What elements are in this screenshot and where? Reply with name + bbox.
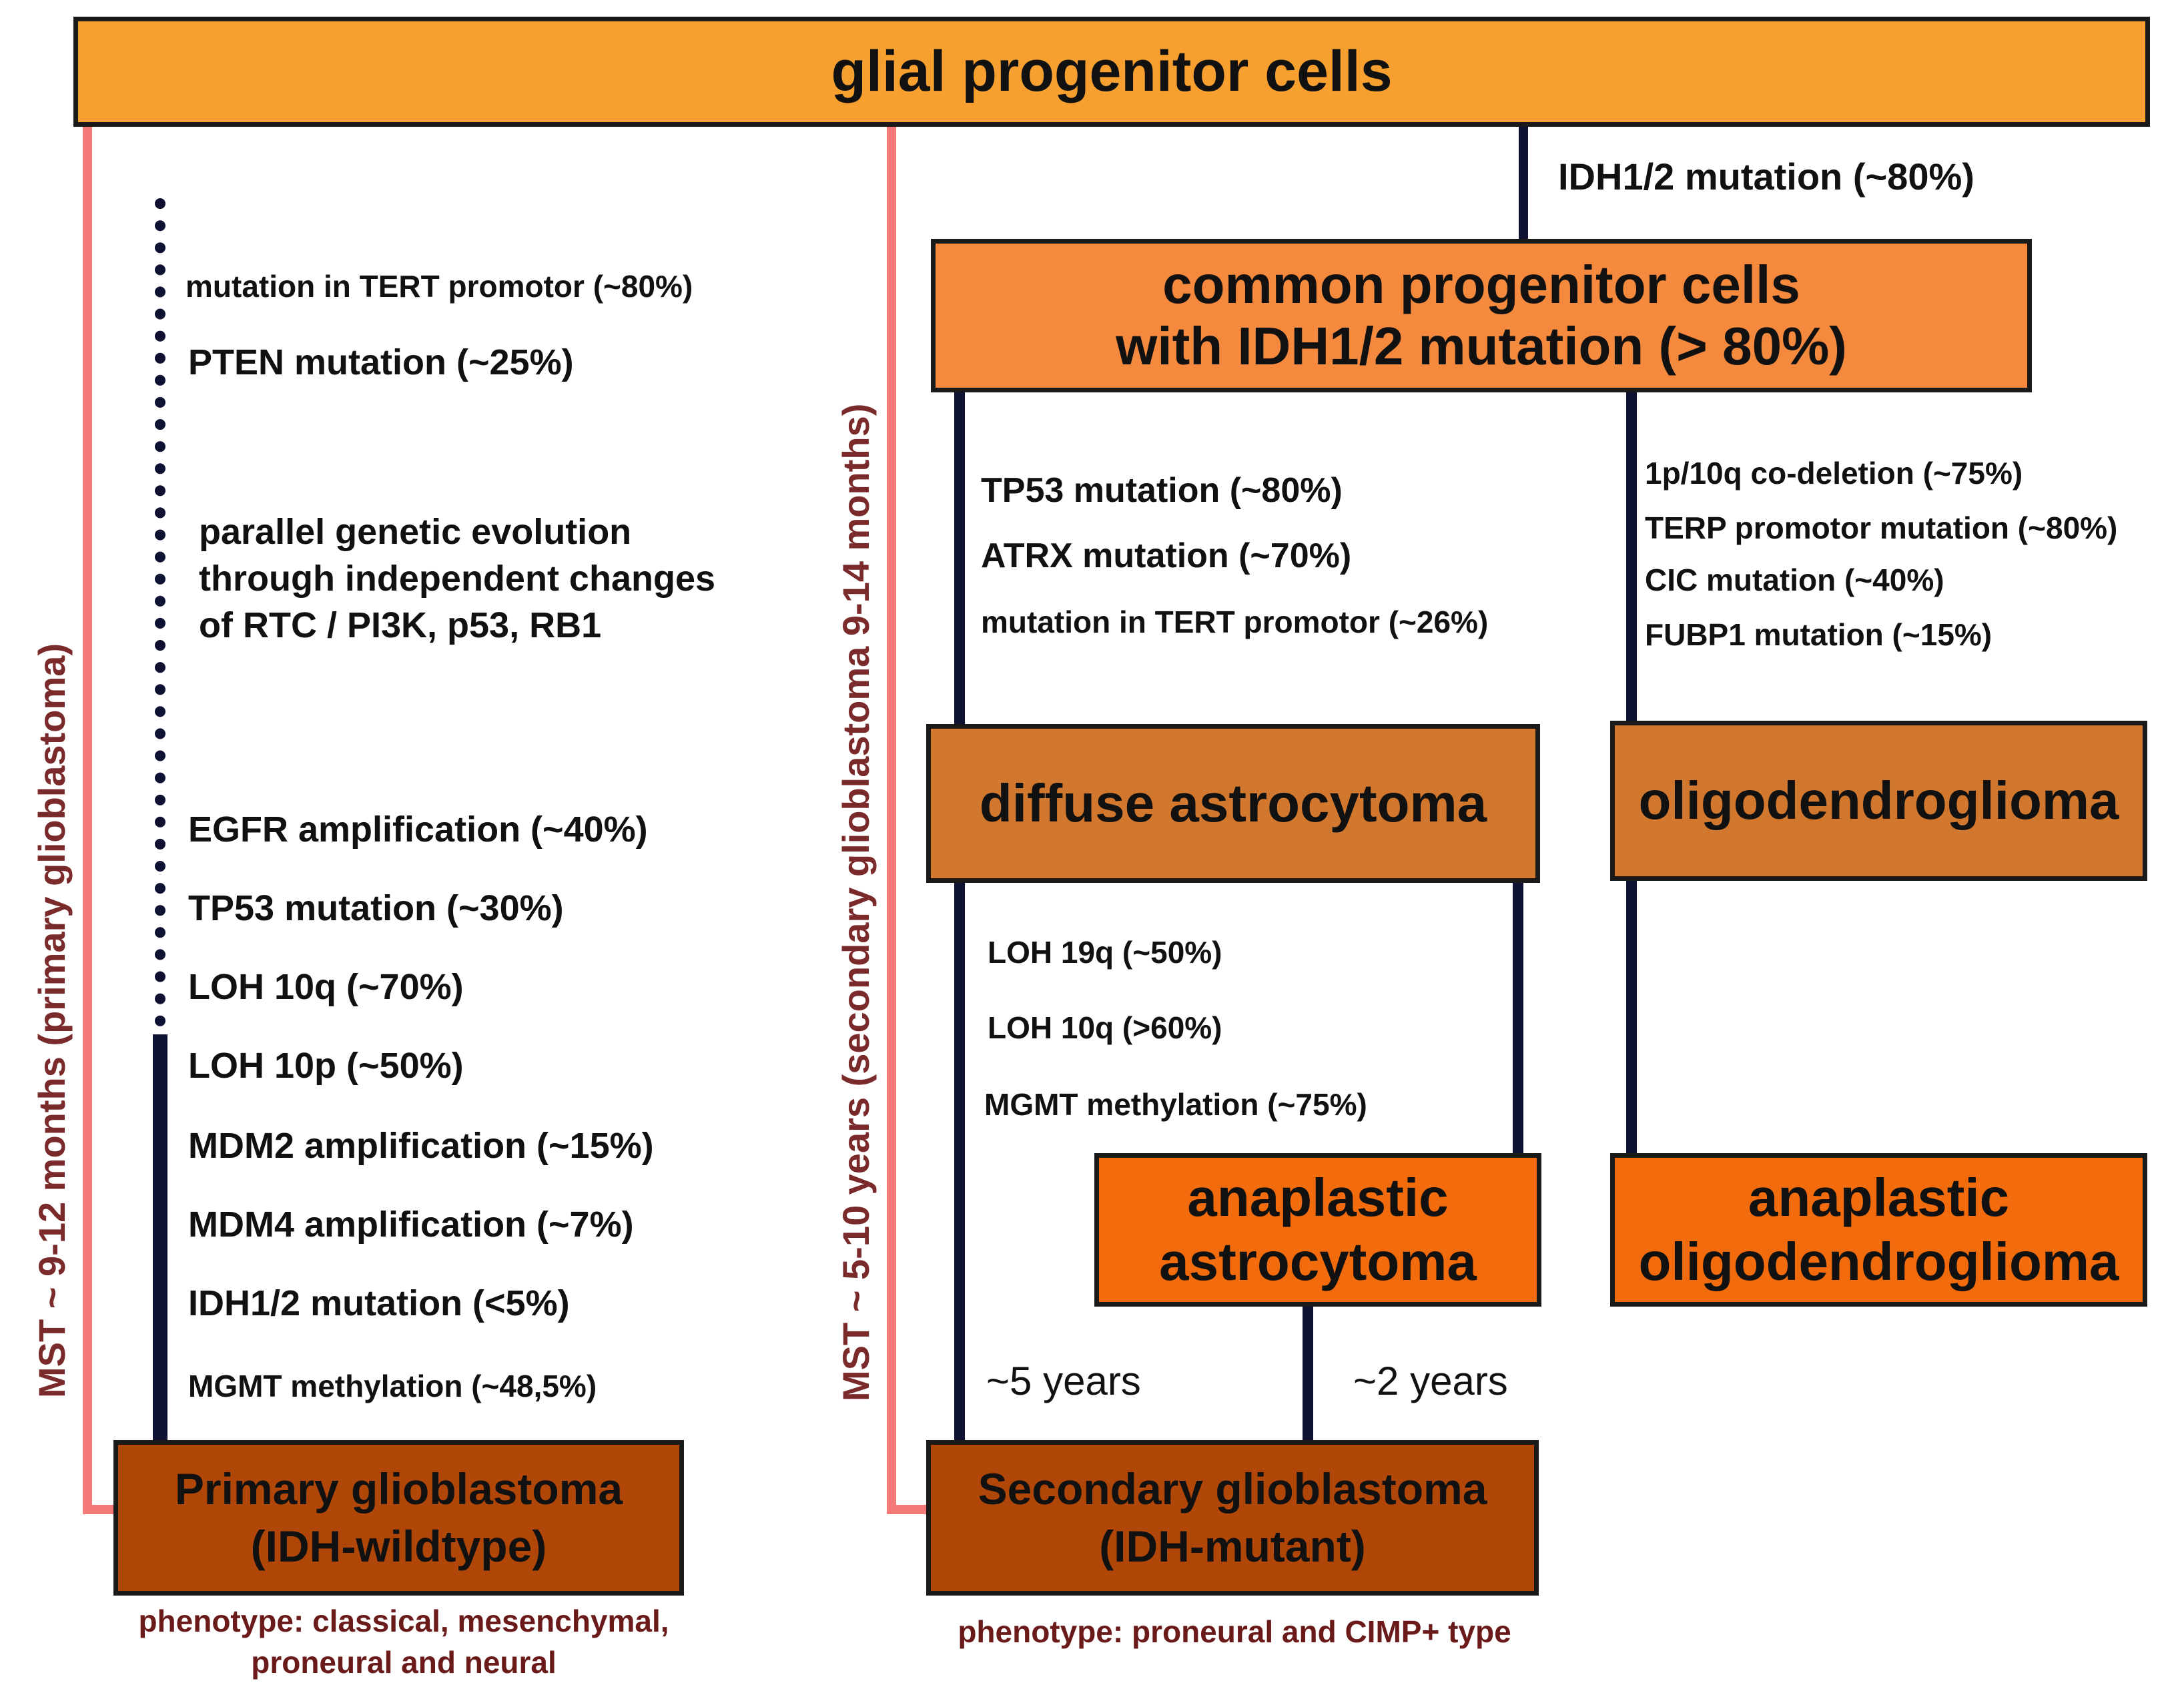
oligo-mutation-fubp1: FUBP1 mutation (~15%) <box>1645 617 1992 652</box>
primary-alteration-idh: IDH1/2 mutation (<5%) <box>188 1283 570 1323</box>
anaplastic-astrocytoma-box: anaplastic astrocytoma <box>1094 1153 1541 1307</box>
anaplastic-astrocytoma-label-line2: astrocytoma <box>1159 1232 1477 1291</box>
progression-loh19q: LOH 19q (~50%) <box>988 935 1222 970</box>
primary-alteration-mdm2: MDM2 amplification (~15%) <box>188 1126 654 1166</box>
anaplastic-oligodendroglioma-box: anaplastic oligodendroglioma <box>1610 1153 2147 1307</box>
primary-mst-label: MST ~ 9-12 months (primary glioblastoma) <box>31 643 73 1398</box>
progression-mgmt: MGMT methylation (~75%) <box>984 1087 1367 1122</box>
idh-mutation-text: IDH1/2 mutation (~80%) <box>1558 155 1974 198</box>
parallel-line-2: through independent changes <box>199 559 716 599</box>
diffuse-astrocytoma-label: diffuse astrocytoma <box>979 773 1487 833</box>
secondary-mst-bracket <box>887 127 928 1514</box>
progression-loh10q: LOH 10q (>60%) <box>988 1010 1222 1045</box>
parallel-evolution-text: parallel genetic evolution through indep… <box>199 509 715 649</box>
primary-alteration-loh10q: LOH 10q (~70%) <box>188 967 464 1007</box>
oligodendroglioma-box: oligodendroglioma <box>1610 721 2147 881</box>
anaplastic-astrocytoma-label-line1: anaplastic <box>1187 1168 1449 1227</box>
common-progenitor-label-line2: with IDH1/2 mutation (> 80%) <box>1116 316 1847 376</box>
anaplastic-oligodendroglioma-label-line1: anaplastic <box>1748 1168 2010 1227</box>
glial-progenitor-box: glial progenitor cells <box>73 17 2150 127</box>
primary-mst-bracket <box>83 127 117 1514</box>
common-progenitor-box: common progenitor cells with IDH1/2 muta… <box>931 239 2032 392</box>
secondary-mst-label: MST ~ 5-10 years (secondary glioblastoma… <box>835 403 877 1401</box>
astro-mutation-atrx: ATRX mutation (~70%) <box>981 537 1352 575</box>
primary-alteration-mdm4: MDM4 amplification (~7%) <box>188 1205 634 1245</box>
primary-phenotype-line1: phenotype: classical, mesenchymal, <box>138 1604 669 1638</box>
primary-alteration-tp53: TP53 mutation (~30%) <box>188 888 564 928</box>
secondary-glioblastoma-box: Secondary glioblastoma (IDH-mutant) <box>926 1440 1539 1596</box>
common-progenitor-label-line1: common progenitor cells <box>1162 255 1800 314</box>
secondary-glioblastoma-label-line1: Secondary glioblastoma <box>978 1463 1487 1513</box>
primary-alteration-mgmt: MGMT methylation (~48,5%) <box>188 1369 597 1403</box>
secondary-phenotype: phenotype: proneural and CIMP+ type <box>958 1614 1511 1649</box>
primary-pten-text: PTEN mutation (~25%) <box>188 342 574 382</box>
oligo-mutation-cic: CIC mutation (~40%) <box>1645 563 1944 597</box>
time-right-label: ~2 years <box>1353 1359 1508 1403</box>
primary-phenotype-line2: proneural and neural <box>251 1645 557 1680</box>
primary-glioblastoma-label-line2: (IDH-wildtype) <box>250 1521 547 1571</box>
anaplastic-oligodendroglioma-label-line2: oligodendroglioma <box>1638 1232 2119 1291</box>
diffuse-astrocytoma-box: diffuse astrocytoma <box>926 724 1540 883</box>
primary-alteration-egfr: EGFR amplification (~40%) <box>188 809 648 850</box>
primary-phenotype: phenotype: classical, mesenchymal, prone… <box>100 1600 707 1683</box>
oligo-mutation-1p10q: 1p/10q co-deletion (~75%) <box>1645 456 2023 490</box>
time-left-label: ~5 years <box>986 1359 1141 1403</box>
astro-mutation-tert: mutation in TERT promotor (~26%) <box>981 605 1489 639</box>
primary-glioblastoma-box: Primary glioblastoma (IDH-wildtype) <box>113 1440 684 1596</box>
primary-glioblastoma-label-line1: Primary glioblastoma <box>174 1463 623 1513</box>
oligo-mutation-terp: TERP promotor mutation (~80%) <box>1645 511 2118 545</box>
secondary-glioblastoma-label-line2: (IDH-mutant) <box>1099 1521 1366 1571</box>
oligodendroglioma-label: oligodendroglioma <box>1638 771 2119 830</box>
astro-mutation-tp53: TP53 mutation (~80%) <box>981 471 1343 510</box>
primary-tert-text: mutation in TERT promotor (~80%) <box>186 269 693 304</box>
primary-alteration-loh10p: LOH 10p (~50%) <box>188 1046 464 1086</box>
glial-progenitor-label: glial progenitor cells <box>831 39 1393 103</box>
parallel-line-3: of RTC / PI3K, p53, RB1 <box>199 605 602 645</box>
parallel-line-1: parallel genetic evolution <box>199 512 632 552</box>
